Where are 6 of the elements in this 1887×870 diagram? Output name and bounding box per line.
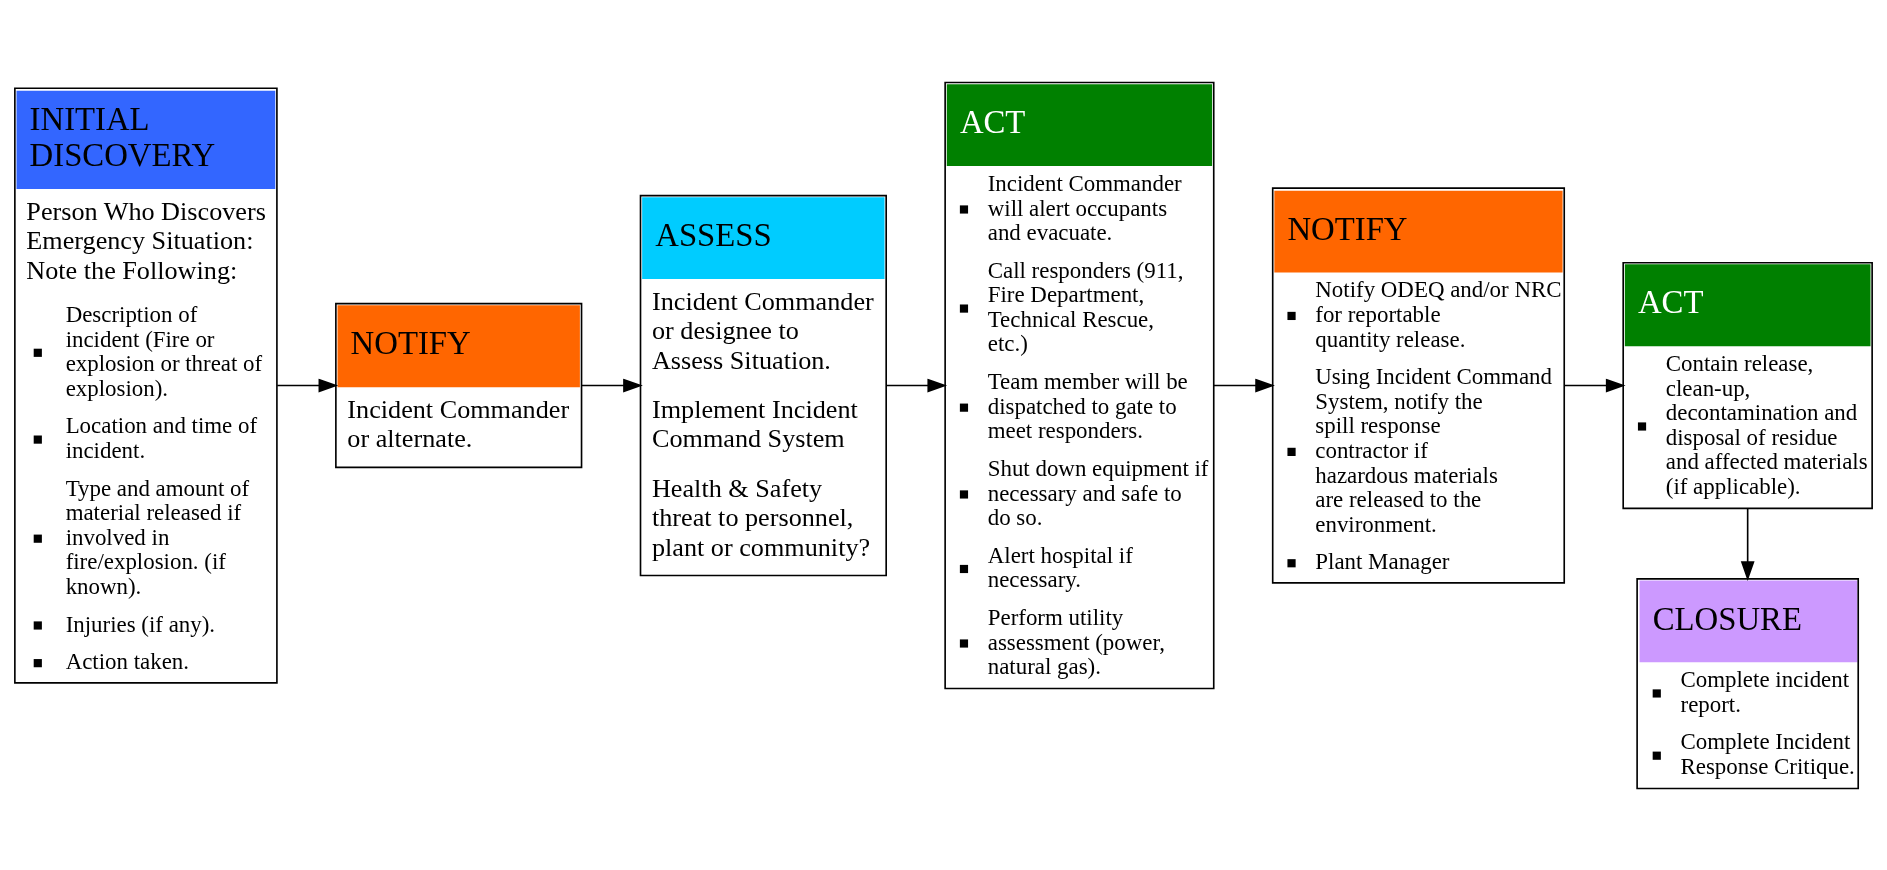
arrow [1563,378,1626,392]
arrow [276,378,339,392]
arrow [1740,507,1755,581]
arrow [1213,378,1275,392]
arrow [580,378,643,392]
arrow [885,378,948,392]
